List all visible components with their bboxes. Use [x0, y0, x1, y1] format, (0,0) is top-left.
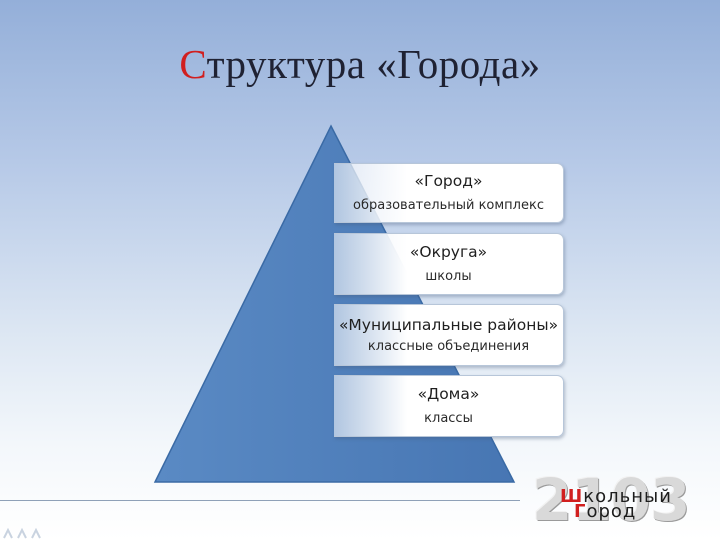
school-city-logo: 2103 Школьный Город — [532, 466, 702, 534]
logo-word-school-rest: кольный — [583, 486, 672, 507]
pyramid-level-districts: «Округа» школы — [334, 233, 564, 295]
slide-title: Структура «Города» — [0, 40, 720, 88]
pyramid-level-municipal: «Муниципальные районы» классные объедине… — [334, 304, 564, 366]
level-title: «Округа» — [409, 243, 488, 261]
title-rest: труктура «Города» — [206, 41, 541, 87]
logo-word-school: Школьный — [560, 488, 672, 506]
level-title: «Муниципальные районы» — [338, 315, 559, 334]
logo-number: 2103 — [532, 466, 690, 534]
level-subtitle: школы — [425, 269, 472, 284]
logo-word-school-initial: Ш — [560, 486, 584, 507]
logo-word-city-initial: Г — [574, 501, 587, 522]
pyramid-level-city: «Город» образовательный комплекс — [334, 163, 564, 223]
level-subtitle: образовательный комплекс — [353, 198, 544, 213]
level-title: «Город» — [414, 172, 483, 190]
level-title: «Дома» — [417, 385, 480, 403]
logo-word-city: Город — [574, 503, 636, 521]
bottom-divider — [0, 500, 520, 501]
level-subtitle: классы — [424, 411, 473, 426]
logo-word-city-rest: ород — [586, 501, 637, 522]
title-first-letter: С — [179, 41, 207, 87]
level-subtitle: классные объединения — [367, 338, 530, 354]
pyramid-level-houses: «Дома» классы — [334, 375, 564, 437]
corner-decoration — [3, 527, 41, 539]
